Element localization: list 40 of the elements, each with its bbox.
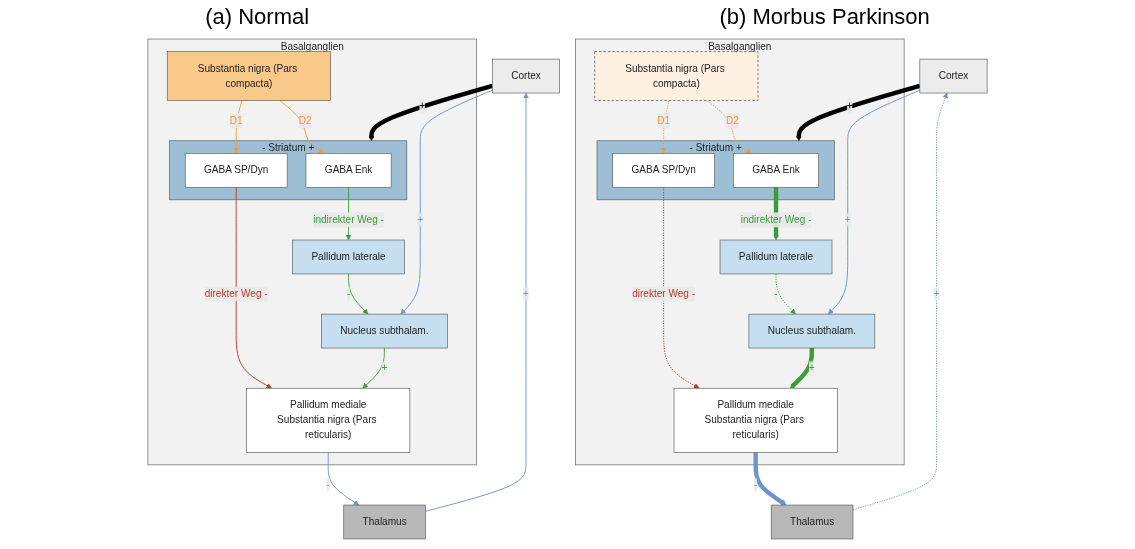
node-box: GABA SP/Dyn — [612, 153, 715, 188]
edge-label: - — [346, 288, 351, 300]
node-box: GABA Enk — [305, 153, 392, 188]
node-box: Pallidum mediale Substantia nigra (Pars reticularis) — [246, 387, 411, 453]
node-box: Pallidum laterale — [292, 239, 405, 275]
edge-label: + — [844, 214, 851, 225]
node-box: Thalamus — [343, 504, 426, 540]
edge-label: direkter Weg - — [204, 288, 268, 300]
panel-title: (a) Normal — [205, 4, 310, 30]
node-box: GABA SP/Dyn — [184, 153, 288, 188]
edge-label: - — [774, 288, 778, 300]
edge-label: + — [933, 288, 940, 300]
arrow — [796, 83, 921, 141]
edge-label: + — [417, 214, 424, 225]
edge-label: D1 — [657, 115, 671, 126]
node-box: Thalamus — [770, 504, 854, 540]
node-box: Substantia nigra (Pars compacta) — [594, 51, 759, 101]
node-box: Nucleus subthalam. — [748, 313, 876, 349]
edge-label: + — [846, 100, 853, 112]
edge-label: - — [754, 479, 758, 490]
edge-label: + — [381, 362, 388, 374]
edge-label: D1 — [229, 115, 243, 126]
panel-title: (b) Morbus Parkinson — [719, 4, 930, 30]
edge-label: D2 — [726, 115, 739, 126]
edge-label: indirekter Weg - — [740, 214, 812, 225]
node-box: Pallidum mediale Substantia nigra (Pars reticularis) — [673, 387, 838, 453]
edge-label: + — [419, 100, 426, 112]
node-box: Cortex — [492, 58, 560, 94]
edge-label: D2 — [298, 115, 312, 126]
arrow — [368, 83, 493, 141]
edge-label: indirekter Weg - — [313, 214, 384, 225]
edge-label: - — [326, 479, 330, 490]
edge-label: + — [523, 288, 529, 300]
node-box: Cortex — [919, 58, 988, 94]
node-box: GABA Enk — [733, 153, 819, 188]
edge-label: direkter Weg - — [632, 288, 696, 300]
node-box: Nucleus subthalam. — [321, 313, 448, 349]
node-box: Substantia nigra (Pars compacta) — [166, 51, 331, 101]
edge-label: + — [808, 362, 815, 374]
node-box: Pallidum laterale — [719, 239, 833, 275]
